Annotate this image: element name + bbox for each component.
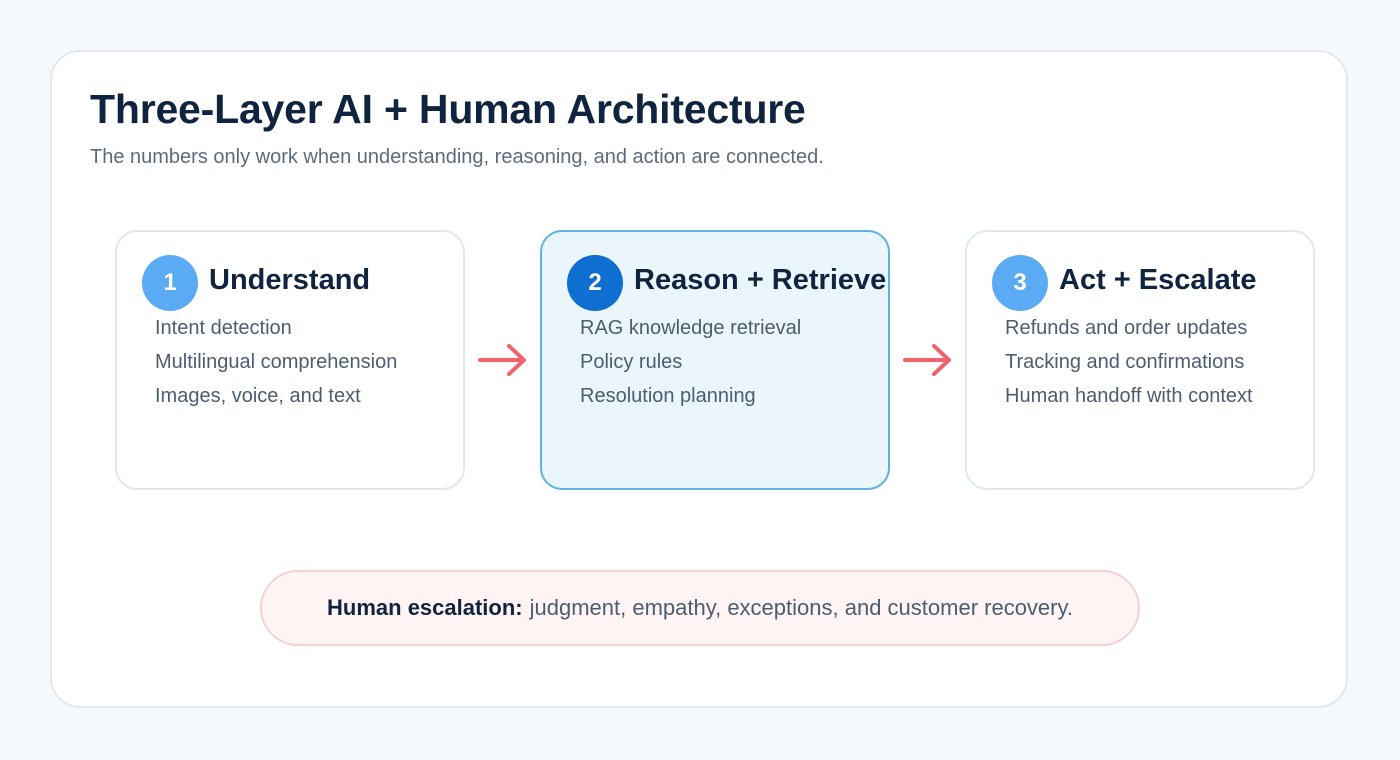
layer-item: Human handoff with context — [1005, 385, 1253, 407]
escalation-label: Human escalation: — [327, 595, 523, 620]
layer-item-list: Intent detection Multilingual comprehens… — [155, 311, 397, 413]
layer-number-badge: 1 — [142, 255, 198, 311]
layer-understand: 1 Understand Intent detection Multilingu… — [115, 230, 465, 490]
layer-act-escalate: 3 Act + Escalate Refunds and order updat… — [965, 230, 1315, 490]
layer-title: Reason + Retrieve — [634, 264, 887, 296]
layer-number-badge: 2 — [567, 255, 623, 311]
layer-item: Refunds and order updates — [1005, 317, 1248, 339]
layer-title: Act + Escalate — [1059, 264, 1257, 296]
escalation-text: judgment, empathy, exceptions, and custo… — [529, 595, 1073, 620]
arrow-right-icon — [478, 344, 526, 376]
page-title: Three-Layer AI + Human Architecture — [90, 86, 806, 132]
page-subtitle: The numbers only work when understanding… — [90, 146, 824, 168]
layer-reason-retrieve: 2 Reason + Retrieve RAG knowledge retrie… — [540, 230, 890, 490]
layer-item: RAG knowledge retrieval — [580, 317, 802, 339]
layer-item: Policy rules — [580, 351, 683, 373]
layer-item: Multilingual comprehension — [155, 351, 398, 373]
arrow-right-icon — [903, 344, 951, 376]
layer-item: Resolution planning — [580, 385, 756, 407]
layer-item-list: RAG knowledge retrieval Policy rules Res… — [580, 311, 801, 413]
layer-number-badge: 3 — [992, 255, 1048, 311]
layer-item: Tracking and confirmations — [1005, 351, 1245, 373]
layer-item: Intent detection — [155, 317, 292, 339]
human-escalation-banner: Human escalation: judgment, empathy, exc… — [260, 570, 1140, 646]
layer-title: Understand — [209, 264, 371, 296]
layer-item-list: Refunds and order updates Tracking and c… — [1005, 311, 1253, 413]
layer-item: Images, voice, and text — [155, 385, 361, 407]
